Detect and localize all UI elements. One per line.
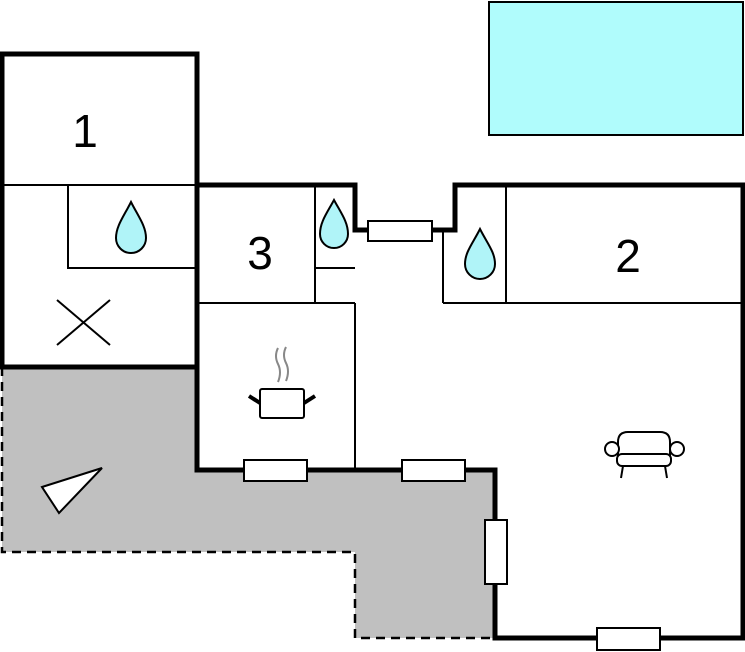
room-label-2: 2	[615, 230, 641, 282]
water-drop-icon	[318, 197, 350, 249]
terrace	[2, 367, 495, 638]
water-drop-icon	[114, 199, 148, 254]
interior-walls	[2, 184, 743, 470]
direction-triangle-icon	[40, 467, 103, 515]
armchair-icon	[604, 431, 685, 479]
terrace-dashed-edge	[0, 367, 495, 640]
exterior-walls	[0, 51, 745, 641]
water-drop-icon	[463, 226, 497, 280]
window	[484, 519, 508, 585]
window	[401, 459, 466, 482]
window	[243, 459, 308, 482]
room-label-3: 3	[247, 227, 273, 279]
cross-icon	[56, 299, 111, 346]
window	[596, 627, 661, 651]
window	[367, 220, 433, 242]
windows	[243, 220, 661, 651]
room-label-1: 1	[72, 105, 98, 157]
pool	[488, 1, 744, 136]
cooking-pot-icon	[247, 346, 317, 419]
